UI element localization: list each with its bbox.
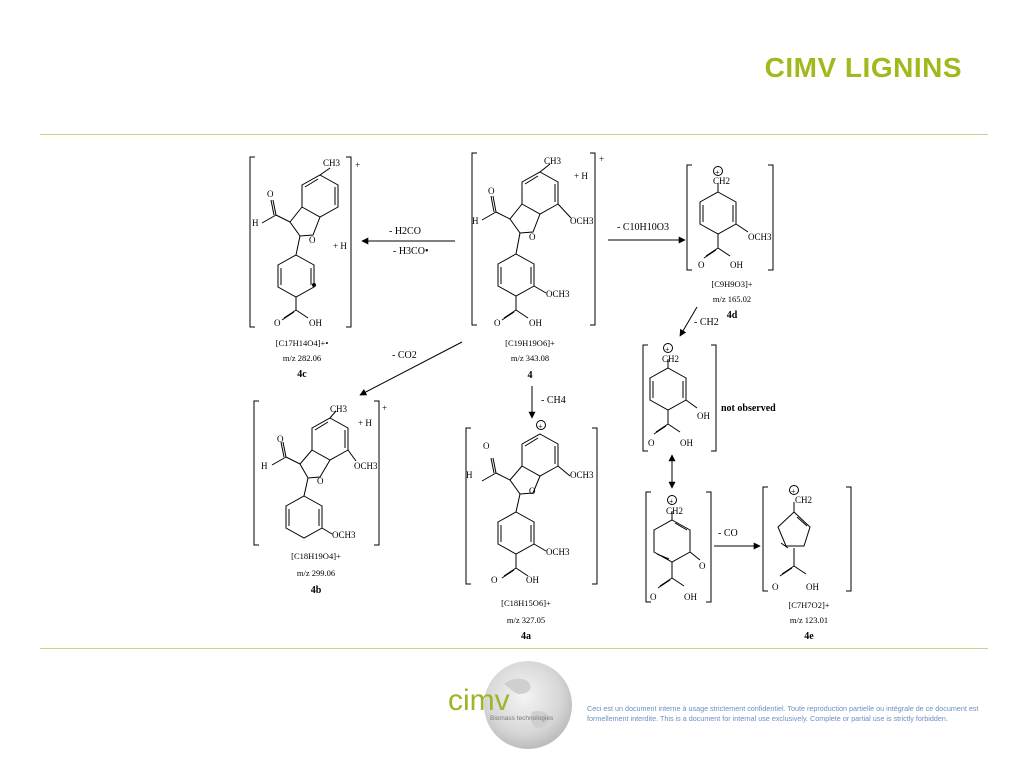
compound-4d-structure [686,164,774,271]
atom-label: CH3 [330,404,348,414]
charge-plus: + [538,422,543,431]
formula-4d: [C9H9O3]+ [711,279,752,289]
mz-4: m/z 343.08 [511,353,549,363]
logo-wordmark: cimv [448,684,510,717]
radical-dot [312,283,316,287]
atom-label: O [698,260,705,270]
atom-label: O [267,189,274,199]
mz-4c: m/z 282.06 [283,353,321,363]
loss-ch4-label: - CH4 [541,395,566,406]
mz-4a: m/z 327.05 [507,615,545,625]
plus-h-label: + H [358,418,372,428]
charge-label: + [355,160,360,170]
atom-label: O [491,575,498,585]
atom-label: OH [529,318,542,328]
compound-id-4e: 4e [804,631,814,642]
atom-label: OH [684,592,697,602]
bottom-divider [40,648,988,649]
compound-id-4b: 4b [311,585,322,596]
atom-label: O [317,476,324,486]
formula-4: [C19H19O6]+ [505,338,555,348]
atom-label: O [488,186,495,196]
arrow-to-not-observed [679,306,698,337]
atom-label: OH [697,411,710,421]
atom-label: O [277,434,284,444]
mz-4e: m/z 123.01 [790,615,828,625]
atom-label: CH2 [713,176,730,186]
loss-h3co-label: - H3CO• [393,246,428,257]
formula-4c: [C17H14O4]+• [276,338,329,348]
atom-label: OCH3 [748,232,772,242]
atom-label: OCH3 [546,289,570,299]
atom-label: O [529,486,536,496]
formula-4a: [C18H15O6]+ [501,598,551,608]
charge-plus: + [715,168,720,177]
atom-label: O [772,582,779,592]
atom-label: H [261,461,268,471]
loss-co-label: - CO [718,528,738,539]
atom-label: O [309,235,316,245]
compound-id-4c: 4c [297,369,307,380]
atom-label: CH2 [795,495,812,505]
atom-label: OCH3 [570,470,594,480]
atom-label: OCH3 [354,461,378,471]
atom-label: CH3 [323,158,341,168]
compound-4c-structure [249,156,352,328]
charge-plus: + [665,345,670,354]
atom-label: H [252,218,259,228]
atom-label: O [494,318,501,328]
atom-label: OH [526,575,539,585]
atom-label: OH [806,582,819,592]
charge-plus: + [791,487,796,496]
atom-label: O [274,318,281,328]
compound-4b-structure [253,400,380,546]
compound-id-4d: 4d [727,310,738,321]
charge-label: + [599,154,604,164]
atom-label: CH2 [666,506,683,516]
top-divider [40,134,988,135]
formula-4e: [C7H7O2]+ [788,600,829,610]
compound-4e-structure [762,485,852,592]
atom-label: CH3 [544,156,562,166]
plus-h-label: + H [333,241,347,251]
formula-4b: [C18H19O4]+ [291,551,341,561]
atom-label: CH2 [662,354,679,364]
atom-label: H [472,216,479,226]
mz-4b: m/z 299.06 [297,568,335,578]
loss-ch2-label: - CH2 [694,317,719,328]
cimv-logo: cimv Biomass technologies [448,661,572,749]
compound-id-4a: 4a [521,631,531,642]
arrow-to-4b [359,341,463,396]
page-title: CIMV LIGNINS [764,52,962,83]
atom-label: OCH3 [332,530,356,540]
atom-label: O [648,438,655,448]
atom-label: O [483,441,490,451]
atom-label: O [650,592,657,602]
confidentiality-notice: Ceci est un document interne à usage str… [587,704,979,723]
compound-quinoid-structure [645,491,712,603]
atom-label: OCH3 [546,547,570,557]
not-observed-label: not observed [721,403,776,414]
plus-h-label: + H [574,171,588,181]
mz-4d: m/z 165.02 [713,294,751,304]
logo-subtitle: Biomass technologies [490,715,554,722]
compound-id-4: 4 [528,370,533,381]
loss-co2-label: - CO2 [392,350,417,361]
loss-c10-label: - C10H10O3 [617,222,669,233]
loss-h2co-label: - H2CO [389,226,421,237]
atom-label: OH [309,318,322,328]
atom-label: O [699,561,706,571]
atom-label: OCH3 [570,216,594,226]
atom-label: H [466,470,473,480]
compound-not-observed-structure [642,343,717,452]
atom-label: OH [680,438,693,448]
atom-label: OH [730,260,743,270]
compound-4a-structure [465,420,598,585]
compound-4-structure [471,152,596,326]
charge-label: + [382,403,387,413]
charge-plus: + [669,497,674,506]
atom-label: O [529,232,536,242]
